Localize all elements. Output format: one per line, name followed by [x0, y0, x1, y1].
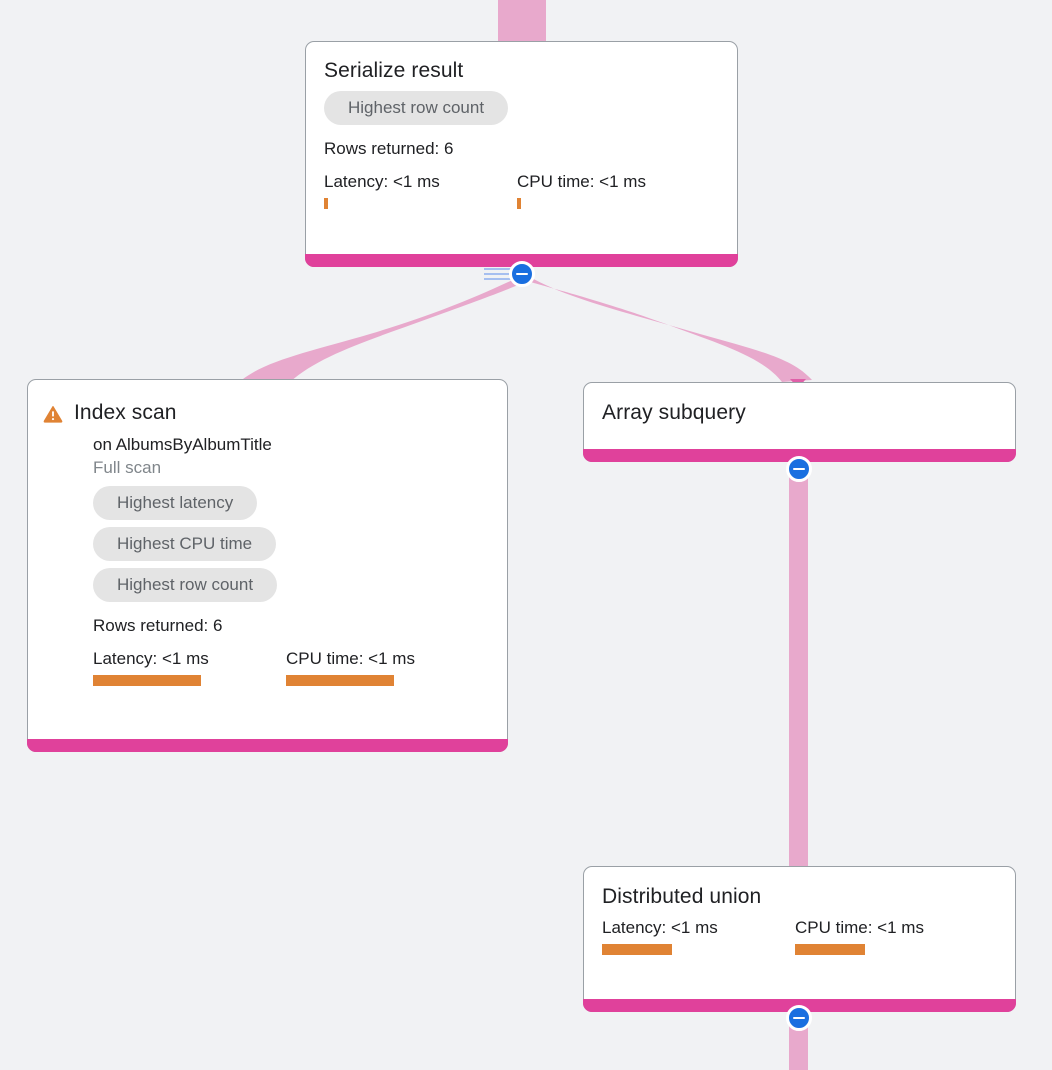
collapse-serialize-result-button[interactable] [509, 261, 535, 287]
node-array-subquery[interactable]: Array subquery [583, 382, 1016, 462]
node-index-scan-title-row: Index scan [43, 400, 489, 426]
collapse-array-subquery-button[interactable] [786, 456, 812, 482]
node-array-subquery-footer [583, 449, 1016, 462]
metric-latency: Latency: <1 ms [324, 172, 517, 209]
node-serialize-result-title-row: Serialize result [324, 58, 719, 84]
node-array-subquery-body: Array subquery [584, 383, 1015, 436]
node-index-scan-body: Index scan on AlbumsByAlbumTitle Full sc… [28, 380, 507, 696]
node-title: Array subquery [602, 401, 746, 424]
metric-latency-bar [93, 675, 201, 686]
warning-triangle-icon [43, 404, 63, 424]
edge-serialize-to-index-scan [243, 277, 530, 382]
metric-latency: Latency: <1 ms [602, 918, 795, 955]
node-serialize-result-metrics: Latency: <1 ms CPU time: <1 ms [324, 172, 719, 209]
metric-cpu-time: CPU time: <1 ms [286, 649, 415, 686]
metric-cpu-time-label: CPU time: <1 ms [795, 918, 924, 937]
node-serialize-result-footer [305, 254, 738, 267]
edge-serialize-to-array-subquery [524, 277, 812, 382]
node-serialize-result-body: Serialize result Highest row count Rows … [306, 42, 737, 219]
node-index-scan-footer [27, 739, 508, 752]
metric-latency-bar-track [324, 198, 517, 209]
node-title: Index scan [74, 401, 177, 424]
rows-returned: Rows returned: 6 [93, 616, 223, 635]
metric-latency-label: Latency: <1 ms [602, 918, 718, 937]
metric-cpu-time-bar-track [286, 675, 415, 686]
metric-cpu-time-bar [795, 944, 865, 955]
metric-cpu-time-bar [286, 675, 394, 686]
collapse-minus-icon [793, 1016, 805, 1020]
metric-cpu-time-label: CPU time: <1 ms [286, 649, 415, 668]
chip-highest-row-count: Highest row count [324, 91, 509, 125]
metric-latency-bar [602, 944, 672, 955]
node-index-scan[interactable]: Index scan on AlbumsByAlbumTitle Full sc… [27, 379, 508, 752]
metric-cpu-time-label: CPU time: <1 ms [517, 172, 646, 191]
metric-cpu-time: CPU time: <1 ms [795, 918, 924, 955]
node-distributed-union-title-row: Distributed union [602, 884, 997, 910]
metric-cpu-time-bar-track [517, 198, 646, 209]
metric-cpu-time-bar-track [795, 944, 924, 955]
metric-latency: Latency: <1 ms [93, 649, 286, 686]
node-index-scan-subtitle: on AlbumsByAlbumTitle [93, 435, 272, 454]
rows-returned: Rows returned: 6 [324, 139, 454, 158]
edge-array-subquery-to-distributed-union [789, 470, 808, 869]
chip-highest-row-count: Highest row count [93, 568, 278, 602]
metric-cpu-time-bar [517, 198, 521, 209]
collapse-minus-icon [793, 467, 805, 471]
node-index-scan-chips: Highest latency Highest CPU time Highest… [93, 486, 489, 609]
node-index-scan-detail: Full scan [93, 458, 162, 477]
metric-cpu-time: CPU time: <1 ms [517, 172, 646, 209]
metric-latency-label: Latency: <1 ms [93, 649, 209, 668]
node-title: Distributed union [602, 885, 762, 908]
node-index-scan-metrics: Latency: <1 ms CPU time: <1 ms [93, 649, 489, 686]
collapse-minus-icon [516, 272, 528, 276]
node-serialize-result-chips: Highest row count [324, 91, 719, 132]
node-distributed-union-metrics: Latency: <1 ms CPU time: <1 ms [602, 918, 997, 955]
metric-latency-bar-track [602, 944, 795, 955]
node-distributed-union[interactable]: Distributed union Latency: <1 ms CPU tim… [583, 866, 1016, 1012]
node-array-subquery-title-row: Array subquery [602, 400, 997, 426]
node-title: Serialize result [324, 59, 464, 82]
chip-highest-cpu-time: Highest CPU time [93, 527, 277, 561]
metric-latency-bar-track [93, 675, 286, 686]
metric-latency-label: Latency: <1 ms [324, 172, 440, 191]
edge-incoming-root [498, 0, 546, 42]
collapse-distributed-union-button[interactable] [786, 1005, 812, 1031]
node-serialize-result[interactable]: Serialize result Highest row count Rows … [305, 41, 738, 267]
metric-latency-bar [324, 198, 328, 209]
chip-highest-latency: Highest latency [93, 486, 258, 520]
node-distributed-union-body: Distributed union Latency: <1 ms CPU tim… [584, 867, 1015, 965]
